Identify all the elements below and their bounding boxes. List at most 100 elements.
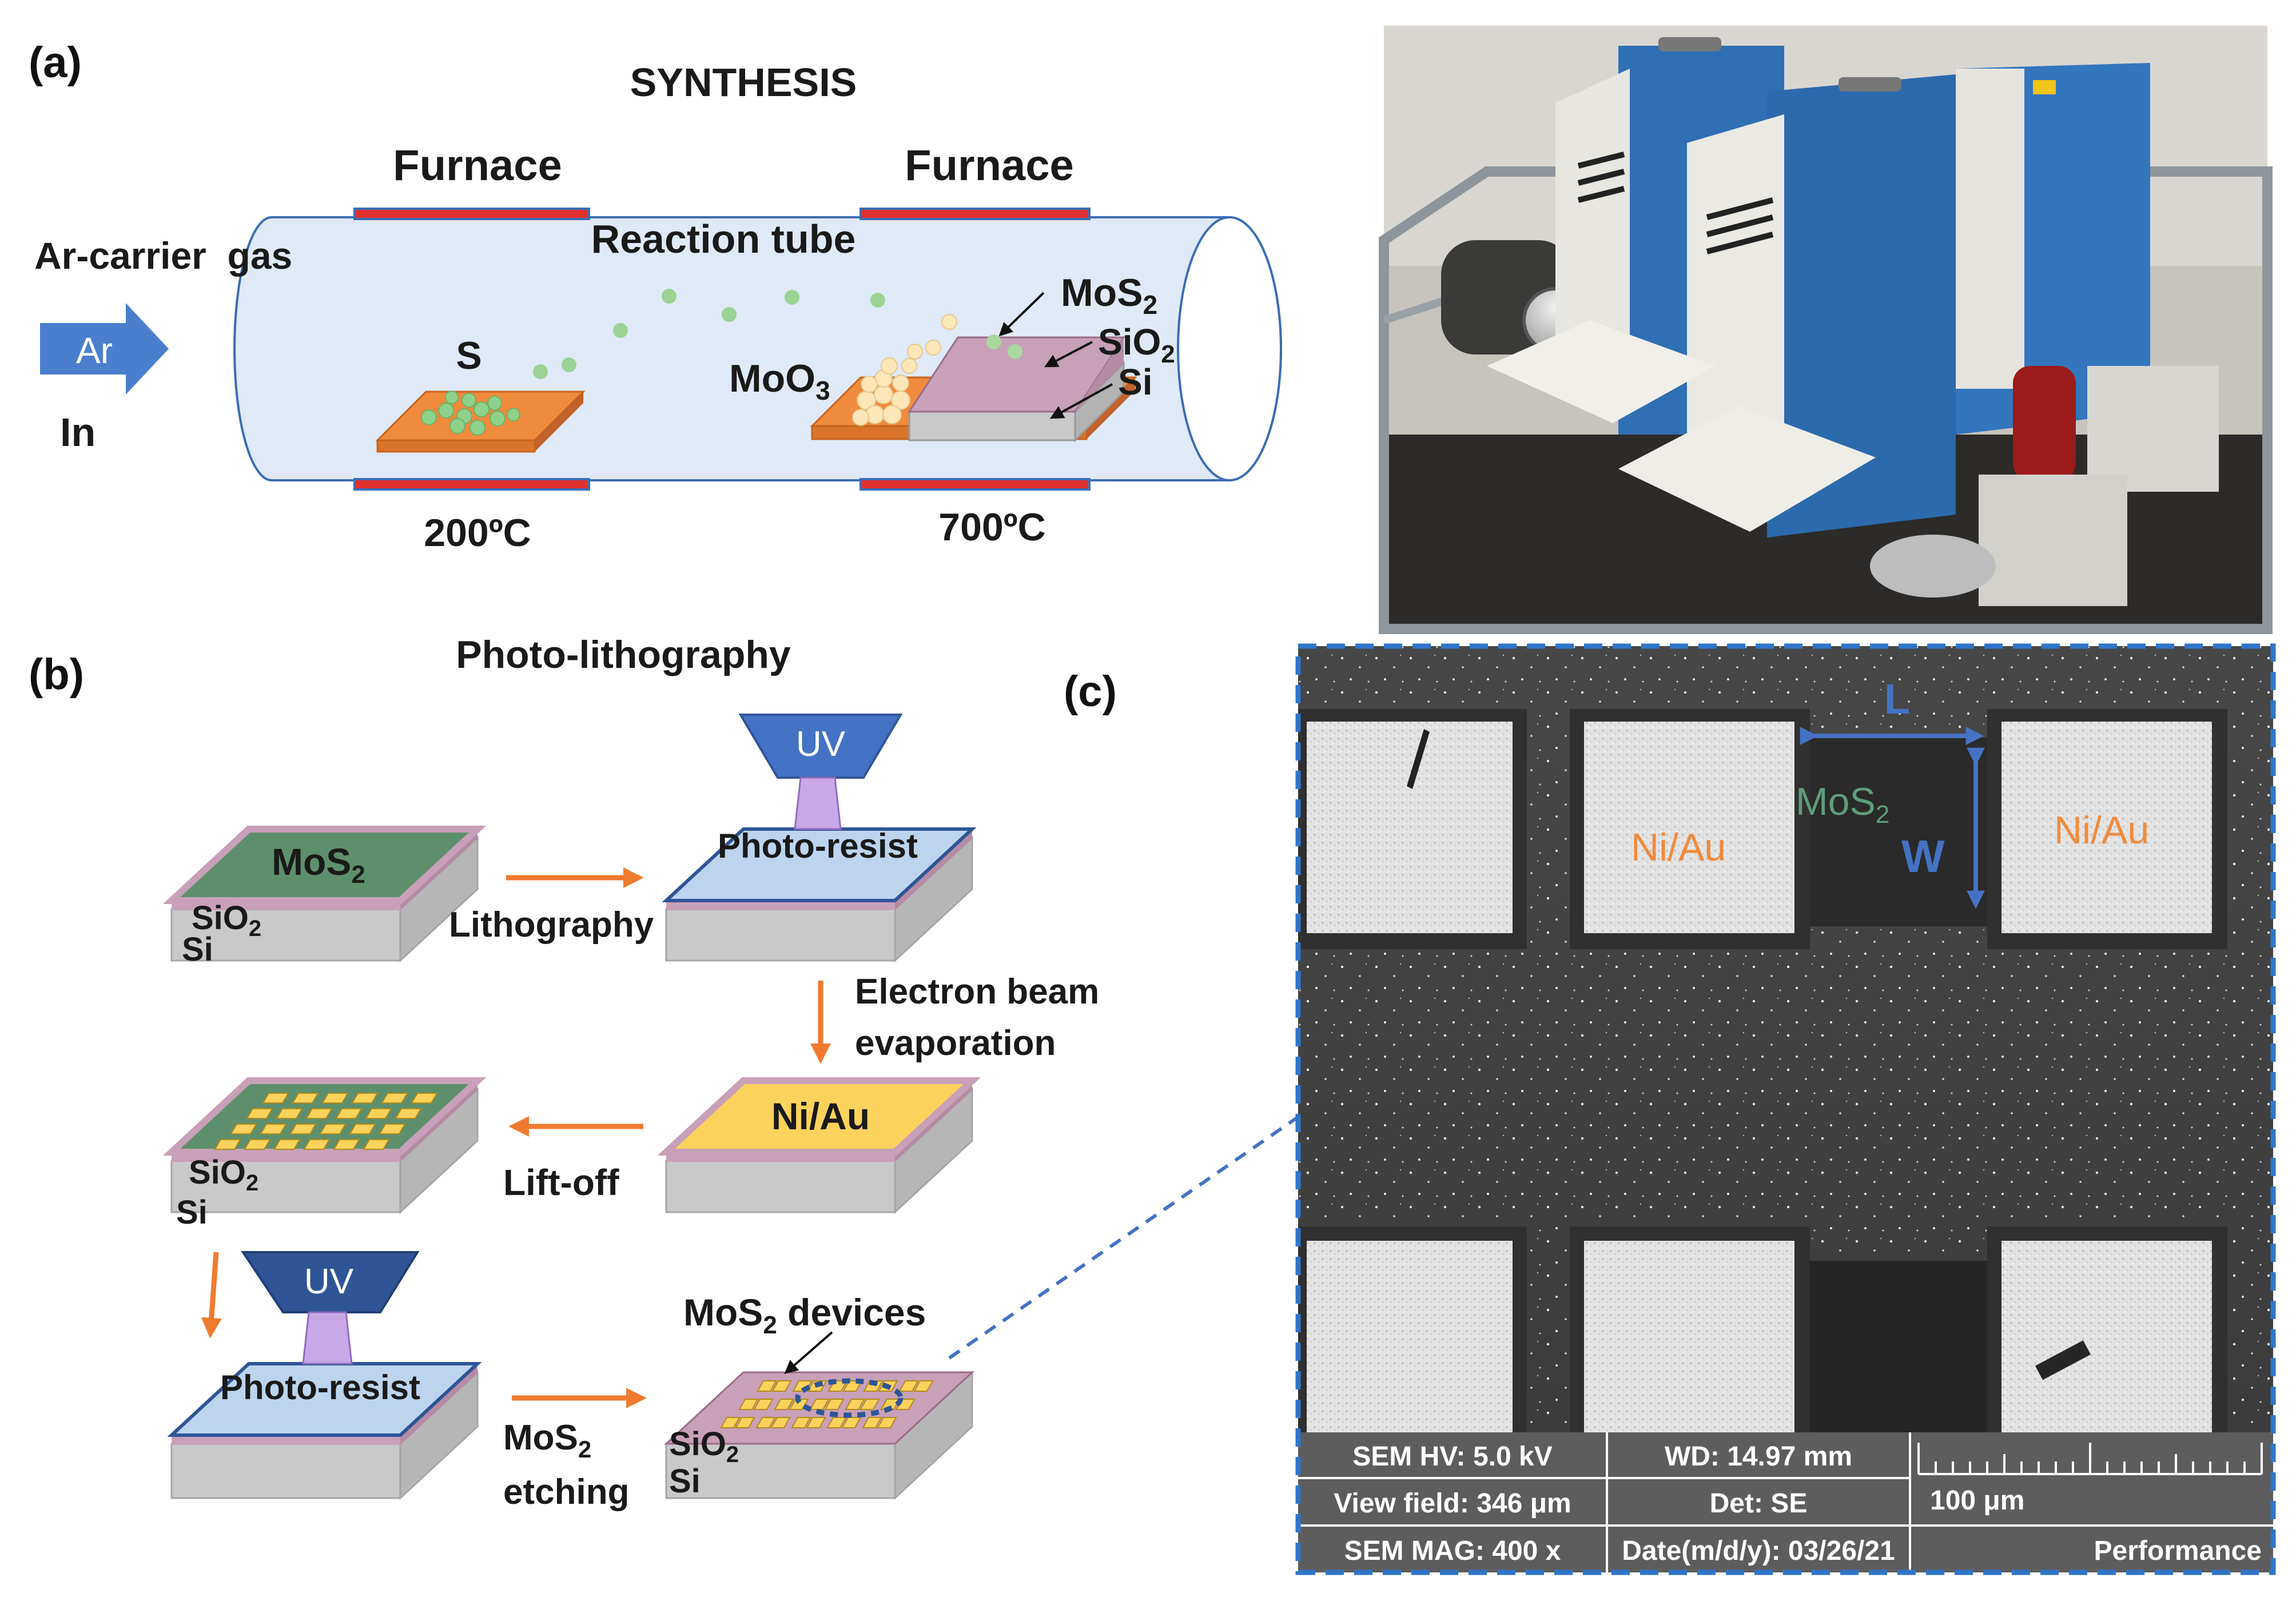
step6-si-label: Si	[669, 1463, 701, 1500]
arrow-down-left	[201, 1252, 222, 1339]
carrier-gas-label: Ar-carrier gas	[34, 234, 292, 277]
photo-handle-1	[1658, 37, 1721, 51]
sem-wd: WD: 14.97 mm	[1665, 1441, 1852, 1472]
moo3-particles	[852, 314, 957, 426]
panel-b: (b) Photo-lithography MoS2 SiO2 Si Litho…	[29, 633, 1302, 1512]
contact-pad	[262, 1093, 289, 1104]
pointer-sio2	[1044, 341, 1093, 368]
contact-pad	[349, 1124, 376, 1134]
substrate-sio2-end	[1075, 337, 1124, 412]
contact-pad	[880, 1399, 901, 1410]
contact-pad	[859, 1399, 880, 1410]
reaction-tube-mouth	[1177, 216, 1282, 481]
contact-pad	[321, 1093, 349, 1104]
synthesis-title: SYNTHESIS	[630, 60, 857, 105]
uv1-label: UV	[796, 724, 846, 764]
photo-furnace-2-open	[1687, 114, 1784, 457]
contact-pad	[806, 1417, 826, 1428]
panel-a-label: (a)	[29, 38, 82, 87]
photoresist-layer-2	[167, 1362, 482, 1437]
heater-bottom-left	[353, 478, 590, 491]
contact-pad	[244, 1139, 271, 1150]
contact-pad	[365, 1108, 392, 1119]
sem-defect-1	[1407, 729, 1430, 789]
temperature-right: 700ºC	[938, 505, 1045, 549]
sulfur-vapor	[533, 289, 885, 379]
moo3-label: MoO3	[729, 357, 830, 405]
heater-bottom-right	[859, 478, 1091, 491]
step1-mos2-label: MoS2	[272, 841, 365, 889]
photo-pump-box	[1979, 475, 2127, 606]
heater-top-right	[859, 208, 1091, 220]
zoom-link-line	[948, 1113, 1302, 1360]
sem-hv: SEM HV: 5.0 kV	[1352, 1441, 1552, 1472]
etching-label-1: MoS2	[503, 1418, 591, 1463]
sem-pad-top-3	[2001, 722, 2212, 933]
panel-c: (c) L W MoS2 Ni/Au Ni/Au	[1064, 643, 2276, 1575]
step4-sio2-label: SiO2	[189, 1154, 258, 1196]
sem-dashed-border	[1295, 643, 2276, 1575]
contact-pad	[824, 1399, 845, 1410]
sem-pad-top-2	[1584, 722, 1794, 933]
contact-pad	[289, 1124, 317, 1134]
niau-layer	[657, 1077, 981, 1156]
photo-furnace-3-panel	[1956, 69, 2024, 389]
contact-pad	[770, 1417, 791, 1428]
contact-pad	[230, 1124, 257, 1134]
step4-si-label: Si	[176, 1194, 208, 1231]
photoresist2-label: Photo-resist	[220, 1368, 420, 1407]
sem-scale-bar	[1917, 1443, 2263, 1475]
mos2-channel-bottom	[1801, 1261, 1996, 1432]
step1-si-label: Si	[182, 931, 213, 968]
contact-pad	[863, 1380, 884, 1392]
contact-pad	[411, 1093, 438, 1104]
sulfur-boat-end	[535, 392, 583, 452]
pointer-mos2	[998, 292, 1045, 337]
devices-pointer	[784, 1331, 833, 1375]
panel-a: (a) SYNTHESIS Furnace Furnace Reaction t…	[29, 38, 1282, 555]
photo-red-canister	[2013, 366, 2076, 480]
contact-pad	[214, 1139, 241, 1150]
ar-arrow-label: Ar	[76, 330, 113, 371]
lithography-label: Lithography	[449, 905, 654, 945]
sem-pad-bottom-1	[1307, 1241, 1513, 1432]
contact-pad	[757, 1380, 777, 1392]
sem-mode: Performance	[2094, 1536, 2262, 1566]
substrate-mos2-label: MoS2	[1061, 271, 1157, 320]
contact-pad	[276, 1108, 303, 1119]
contact-pad	[753, 1399, 774, 1410]
pointer-si	[1049, 383, 1113, 419]
contact-pad	[826, 1417, 847, 1428]
sulfur-particles	[421, 391, 520, 436]
contact-pad	[273, 1139, 301, 1150]
photo-control-box	[2087, 366, 2219, 492]
contact-pad	[363, 1139, 390, 1150]
panel-b-label: (b)	[29, 650, 84, 699]
contact-pad	[841, 1417, 862, 1428]
sem-niau-right-label: Ni/Au	[2054, 809, 2149, 852]
contact-pad	[913, 1380, 934, 1392]
step6-sio2-label: SiO2	[669, 1425, 739, 1467]
sem-info-bar	[1298, 1432, 2273, 1572]
ar-gas-arrow	[40, 303, 169, 395]
contact-pad	[260, 1124, 287, 1134]
contact-pad	[335, 1108, 363, 1119]
photo-handle-2	[1839, 77, 1901, 91]
liftoff-label: Lift-off	[503, 1162, 619, 1203]
furnace-left-label: Furnace	[393, 141, 562, 190]
uv-lamp-2	[241, 1251, 420, 1365]
contact-pad	[395, 1108, 422, 1119]
contact-pad	[720, 1417, 741, 1428]
photo-lower-half-1	[1487, 320, 1716, 423]
niau-layer-label: Ni/Au	[771, 1095, 870, 1137]
panel-c-label: (c)	[1064, 667, 1117, 716]
contact-pad	[319, 1124, 347, 1134]
contact-pad	[738, 1399, 759, 1410]
sulfur-boat-side	[376, 439, 536, 453]
sem-date: Date(m/d/y): 03/26/21	[1622, 1536, 1895, 1566]
furnace-photo	[1379, 26, 2273, 634]
length-label: L	[1884, 675, 1910, 723]
stack-step2	[662, 827, 977, 963]
contact-pad	[381, 1093, 408, 1104]
